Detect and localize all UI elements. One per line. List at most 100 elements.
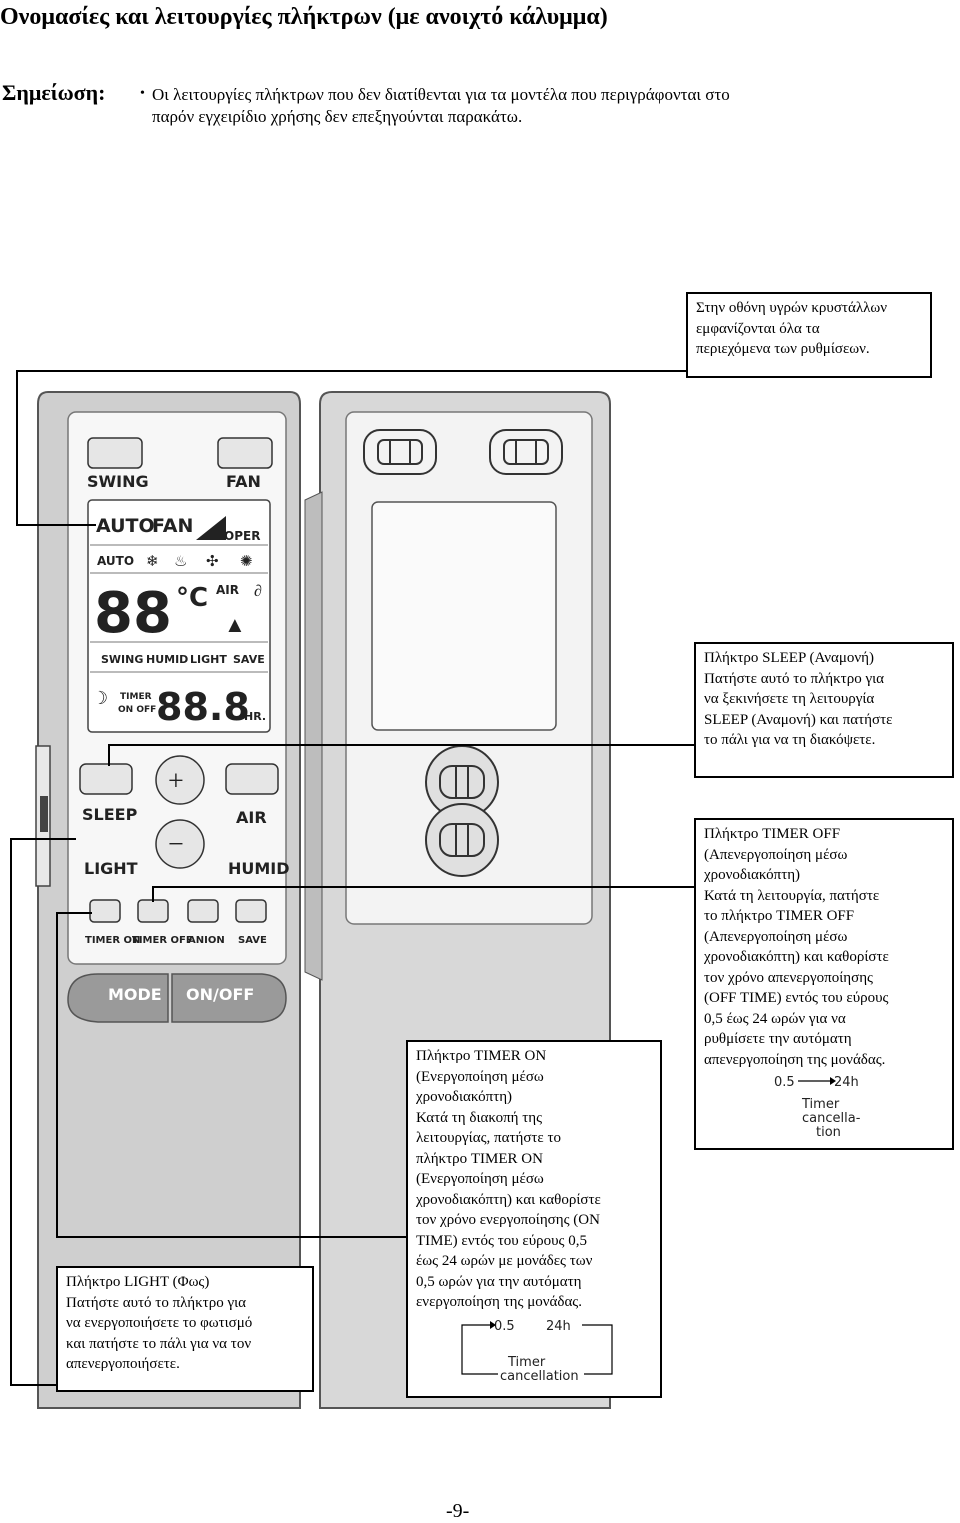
callout-timer-off: Πλήκτρο TIMER OFF (Απενεργοποίηση μέσω χ…	[694, 818, 954, 1150]
callout-line: Πλήκτρο TIMER ON	[416, 1048, 547, 1064]
timer-diagram-label: cancellation	[500, 1369, 579, 1384]
note-label: Σημείωση:	[2, 80, 106, 105]
callout-line: έως 24 ωρών με μονάδες των	[416, 1253, 593, 1269]
leader-line	[56, 1236, 406, 1238]
callout-line: (Απενεργοποίηση μέσω	[704, 928, 848, 945]
callout-line: λειτουργίας, πατήστε το	[416, 1130, 562, 1146]
callout-line: Κατά τη διακοπή της	[416, 1109, 543, 1126]
callout-line: ενεργοποίηση της μονάδας.	[416, 1294, 582, 1310]
timer-diagram-label: tion	[816, 1125, 841, 1140]
timer-cancellation-diagram: 0.5 24h Timer cancellation	[461, 1319, 613, 1384]
callout-line: να ενεργοποιήσετε το φωτισμό	[66, 1315, 253, 1331]
callout-line: το πλήκτρο TIMER OFF	[704, 908, 855, 924]
callout-line: εμφανίζονται όλα τα	[696, 320, 820, 337]
minus-button[interactable]	[155, 819, 205, 869]
moon-icon: ☽	[92, 688, 108, 708]
callout-line: απενεργοποιήσετε.	[66, 1356, 180, 1372]
lcd-auto-small: AUTO	[97, 554, 134, 568]
timer-on-label: TIMER ON	[85, 935, 140, 946]
leader-line	[108, 744, 110, 766]
lcd-time: 88.8	[156, 685, 250, 729]
tree-icon: ▲	[224, 612, 246, 637]
note-bullet: •	[140, 86, 145, 101]
timer-diagram-start: 0.5	[774, 1075, 795, 1090]
cover-clip-icon	[489, 429, 563, 475]
light-button-label: LIGHT	[84, 859, 138, 878]
timer-diagram-end: 24h	[834, 1075, 859, 1090]
callout-sleep: Πλήκτρο SLEEP (Αναμονή) Πατήστε αυτό το …	[694, 642, 954, 778]
humid-button-label: HUMID	[228, 859, 290, 878]
timer-diagram-label: Timer	[507, 1355, 546, 1370]
callout-line: τον χρόνο ενεργοποίησης (ON	[416, 1212, 600, 1228]
leader-line	[10, 1384, 56, 1386]
lcd-fan: FAN	[152, 515, 193, 537]
callout-line: Κατά τη λειτουργία, πατήστε	[704, 887, 880, 904]
callout-line: Πατήστε αυτό το πλήκτρο για	[66, 1294, 246, 1311]
leader-line	[16, 524, 96, 526]
timer-cancellation-diagram: 0.5 24h Timer cancella- tion	[774, 1075, 861, 1140]
callout-line: Πλήκτρο SLEEP (Αναμονή)	[704, 650, 875, 666]
page-number: -9-	[446, 1500, 470, 1522]
callout-line: χρονοδιακόπτη)	[704, 867, 801, 883]
swing-button[interactable]	[87, 437, 143, 469]
leader-line	[56, 912, 58, 1238]
save-button[interactable]	[235, 899, 267, 923]
on-off-button[interactable]	[171, 973, 287, 1023]
lcd-air: AIR	[216, 583, 239, 597]
dry-icon: ♨	[174, 554, 187, 570]
callout-line: το πάλι για να τη διακόψετε.	[704, 732, 876, 748]
callout-line: 0,5 έως 24 ωρών για να	[704, 1010, 846, 1027]
lcd-celsius: °C	[176, 583, 208, 613]
callout-line: 0,5 ωρών για την αυτόματη	[416, 1273, 582, 1290]
callout-line: χρονοδιακόπτη)	[416, 1089, 513, 1105]
snowflake-icon: ❄	[146, 554, 159, 570]
callout-line: και πατήστε το πάλι για να τον	[66, 1335, 252, 1352]
fan-button-label: FAN	[226, 472, 261, 491]
heat-icon: ✺	[240, 554, 253, 570]
mode-button-label: MODE	[108, 985, 162, 1004]
callout-line: (Ενεργοποίηση μέσω	[416, 1068, 544, 1085]
callout-line: Πλήκτρο TIMER OFF	[704, 826, 841, 842]
note-line: Οι λειτουργίες πλήκτρων που δεν διατίθεν…	[152, 85, 730, 104]
callout-line: πλήκτρο TIMER ON	[416, 1150, 543, 1167]
lcd-save: SAVE	[233, 653, 265, 666]
callout-line: TIME) εντός του εύρους 0,5	[416, 1232, 587, 1249]
swing-button-label: SWING	[87, 472, 149, 491]
callout-lcd: Στην οθόνη υγρών κρυστάλλων εμφανίζονται…	[686, 292, 932, 378]
fan-button[interactable]	[217, 437, 273, 469]
callout-line: χρονοδιακόπτη) και καθορίστε	[416, 1191, 601, 1208]
plus-button[interactable]	[155, 755, 205, 805]
timer-off-button[interactable]	[137, 899, 169, 923]
callout-timer-on: Πλήκτρο TIMER ON (Ενεργοποίηση μέσω χρον…	[406, 1040, 662, 1398]
lcd-timer: TIMER	[120, 692, 152, 702]
lcd-oper: OPER	[224, 529, 260, 543]
callout-line: SLEEP (Αναμονή) και πατήστε	[704, 711, 893, 728]
minus-icon: −	[168, 829, 184, 860]
cover-clip-icon	[363, 429, 437, 475]
air-button[interactable]	[225, 763, 279, 795]
leader-line	[16, 370, 18, 526]
leader-line	[16, 370, 688, 372]
timer-diagram-end: 24h	[546, 1319, 571, 1334]
timer-on-button[interactable]	[89, 899, 121, 923]
anion-label: ANION	[188, 935, 225, 946]
callout-light: Πλήκτρο LIGHT (Φως) Πατήστε αυτό το πλήκ…	[56, 1266, 314, 1392]
leader-line	[108, 744, 694, 746]
callout-line: Πατήστε αυτό το πλήκτρο για	[704, 670, 884, 687]
lcd-humid: HUMID	[146, 653, 188, 666]
callout-line: χρονοδιακόπτη) και καθορίστε	[704, 949, 889, 965]
save-label: SAVE	[238, 935, 267, 946]
air-button-label: AIR	[236, 808, 267, 827]
mode-button[interactable]	[67, 973, 169, 1023]
on-off-button-label: ON/OFF	[186, 985, 254, 1004]
callout-line: (Απενεργοποίηση μέσω	[704, 846, 848, 863]
callout-line: περιεχόμενα των ρυθμίσεων.	[696, 341, 870, 357]
callout-line: (Ενεργοποίηση μέσω	[416, 1171, 544, 1187]
remote-control-illustration: SWING FAN AUTO FAN OPER AUTO ❄ ♨ ✣ ✺ 88 …	[35, 391, 611, 1409]
leader-line	[152, 886, 154, 902]
callout-line: απενεργοποίηση της μονάδας.	[704, 1051, 886, 1068]
lcd-temp: 88	[94, 581, 172, 646]
leader-line	[56, 912, 92, 914]
anion-button[interactable]	[187, 899, 219, 923]
sleep-button[interactable]	[79, 763, 133, 795]
